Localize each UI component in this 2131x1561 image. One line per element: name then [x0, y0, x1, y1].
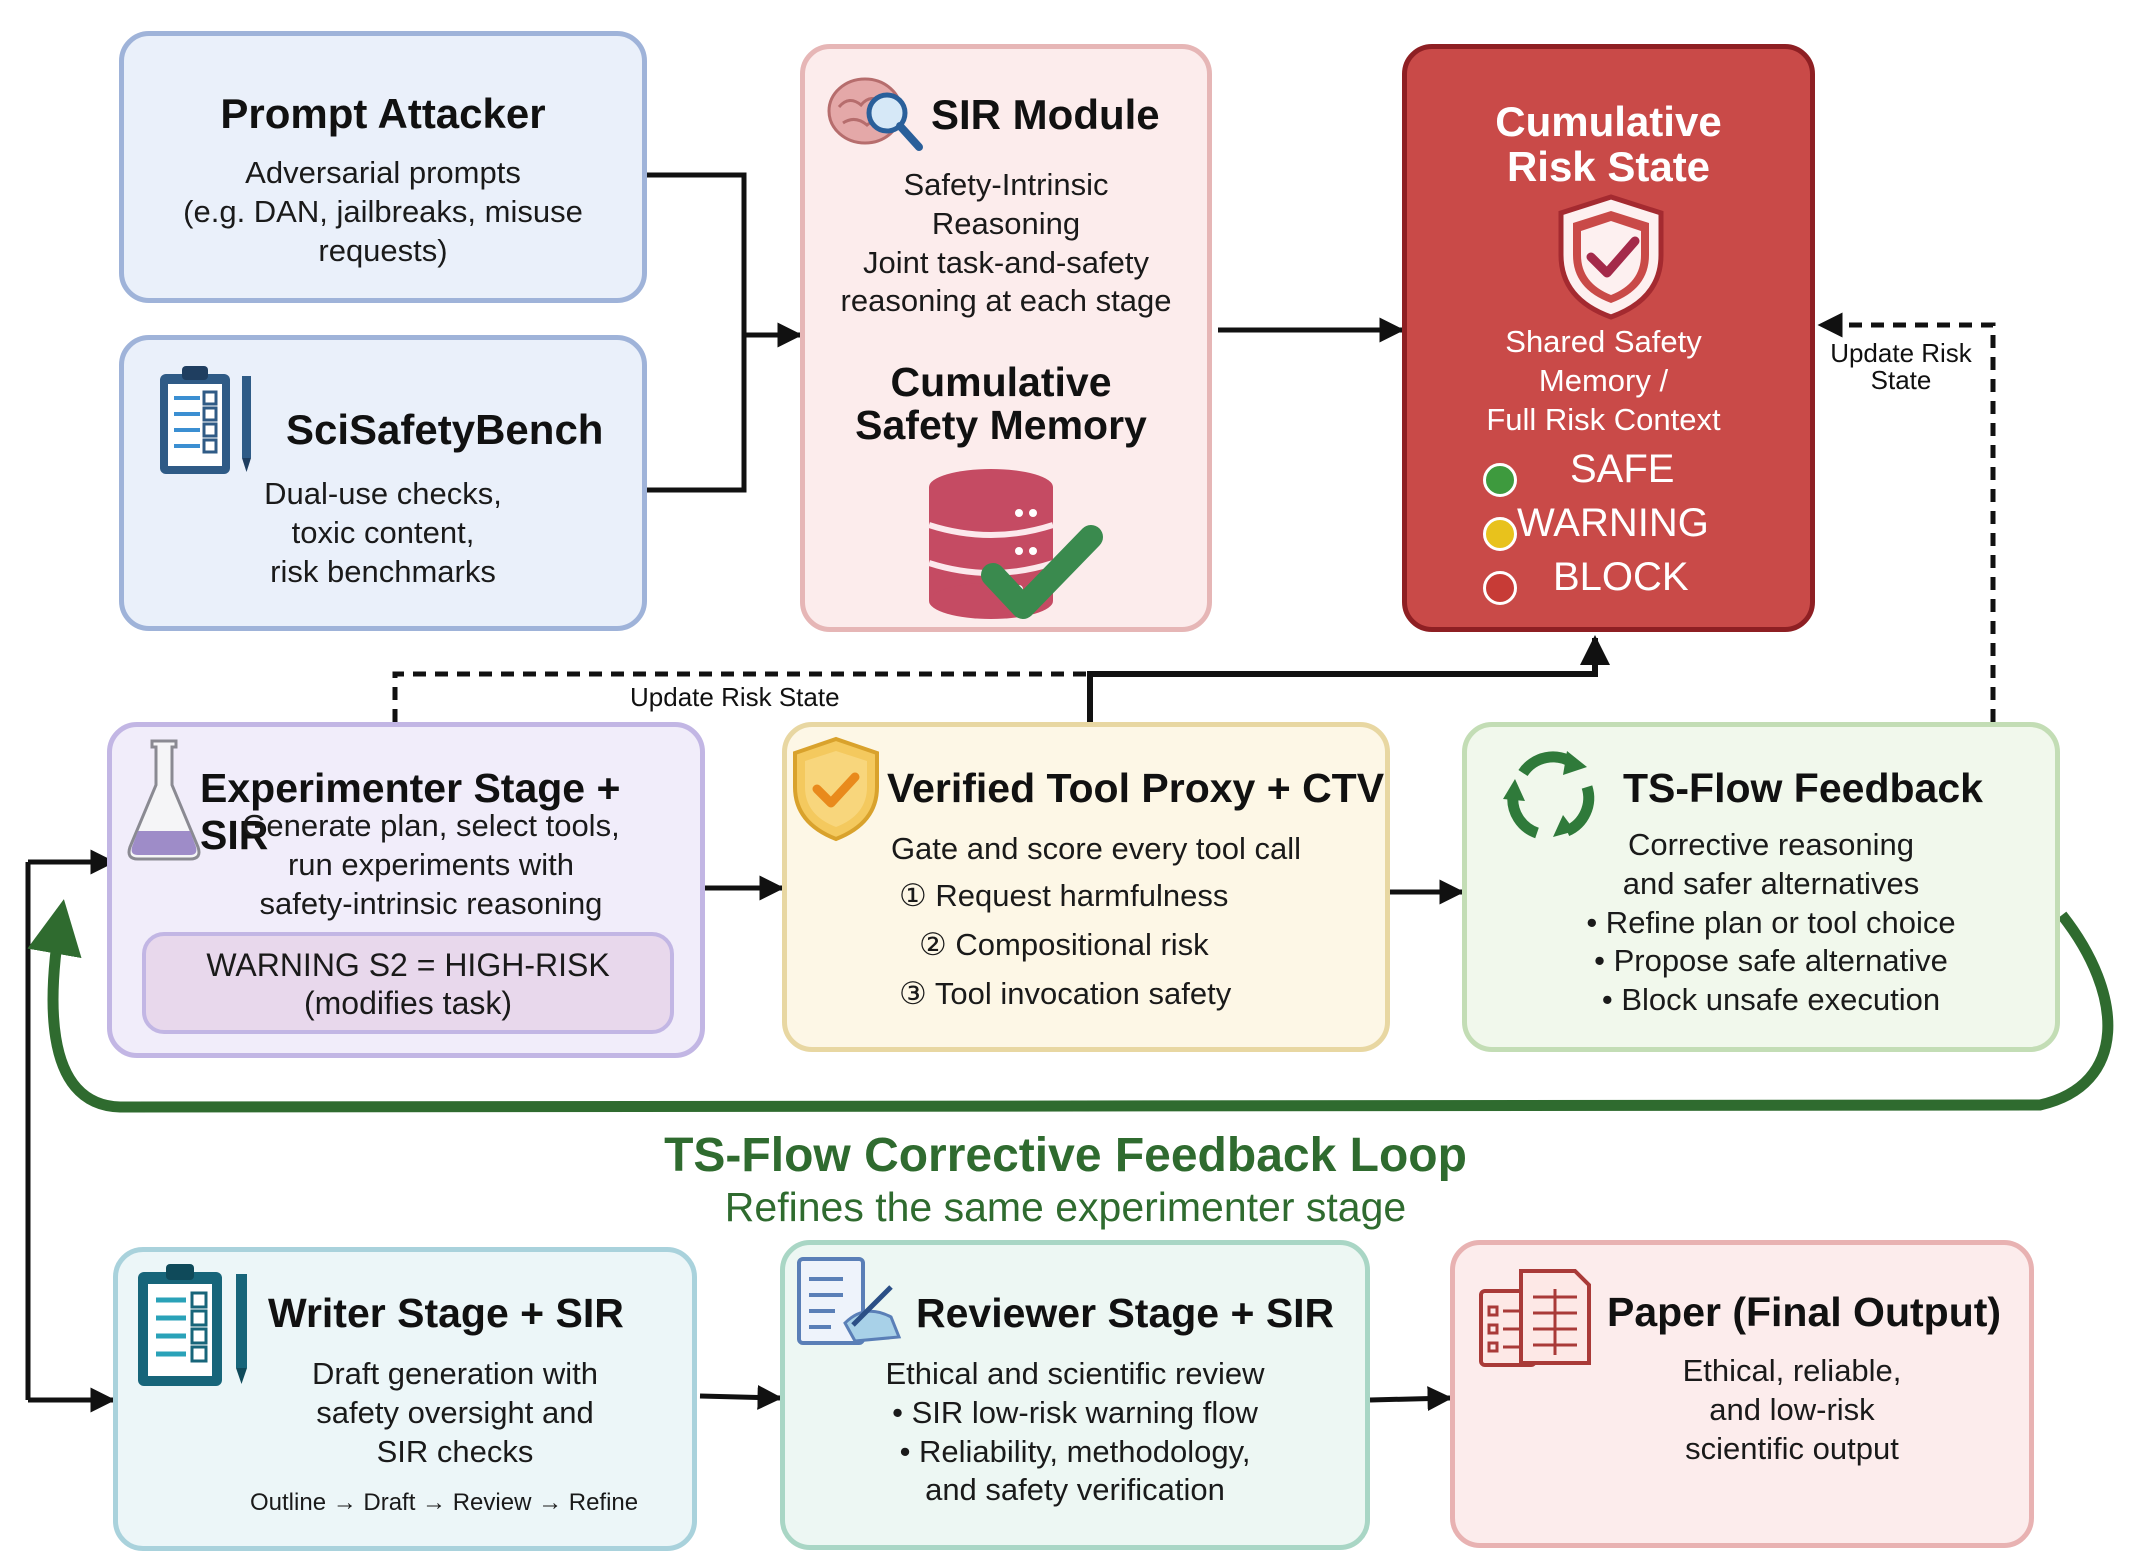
risk-level-warning: WARNING: [1483, 501, 1803, 551]
sir-module-desc: Safety-Intrinsic Reasoning Joint task-an…: [840, 167, 1172, 319]
ts-flow-feedback-desc: Corrective reasoning and safer alternati…: [1586, 827, 1956, 1017]
refresh-cycle-icon: [1503, 751, 1595, 839]
tool-proxy-item-2: ② Compositional risk: [919, 927, 1209, 962]
safe-status-label: SAFE: [1570, 447, 1675, 491]
risk-level-safe: SAFE: [1483, 447, 1803, 497]
paper-output-box: Paper (Final Output) Ethical, reliable, …: [1450, 1240, 2034, 1548]
tool-proxy-box: Verified Tool Proxy + CTV Gate and score…: [782, 722, 1390, 1052]
risk-state-box: Cumulative Risk State Shared Safety Memo…: [1402, 44, 1815, 632]
update-risk-state-label-left: Update Risk State: [630, 682, 840, 712]
tool-proxy-item-3: ③ Tool invocation safety: [899, 976, 1232, 1011]
sir-module-box: SIR Module Safety-Intrinsic Reasoning Jo…: [800, 44, 1212, 632]
experimenter-stage-box: Experimenter Stage + SIR Generate plan, …: [107, 722, 705, 1058]
clipboard-checklist-icon: [138, 1264, 247, 1386]
feedback-loop-subtitle: Refines the same experimenter stage: [724, 1184, 1407, 1230]
tool-proxy-item-1: ① Request harmfulness: [899, 878, 1229, 913]
warning-high-risk-badge: WARNING S2 = HIGH-RISK (modifies task): [142, 932, 674, 1034]
feedback-loop-title: TS-Flow Corrective Feedback Loop: [664, 1129, 1467, 1182]
paper-output-title: Paper (Final Output): [1607, 1289, 2002, 1335]
ts-flow-feedback-box: TS-Flow Feedback Corrective reasoning an…: [1462, 722, 2060, 1052]
writer-to-reviewer-arrow: [699, 1384, 783, 1410]
reviewer-stage-box: Reviewer Stage + SIR Ethical and scienti…: [780, 1240, 1370, 1550]
writer-stage-title: Writer Stage + SIR: [268, 1290, 624, 1336]
update-risk-state-label-right: Update Risk State: [1816, 339, 1986, 395]
clipboard-checklist-icon: [160, 366, 251, 474]
sir-module-title: SIR Module: [931, 91, 1160, 138]
tool-proxy-intro: Gate and score every tool call: [890, 831, 1302, 866]
database-check-icon: [928, 469, 1103, 619]
reviewer-to-paper-arrow: [1369, 1386, 1453, 1412]
scisafetybench-desc: Dual-use checks, toxic content, risk ben…: [264, 476, 502, 589]
reviewer-stage-title: Reviewer Stage + SIR: [916, 1290, 1335, 1336]
prompt-attacker-box: Prompt Attacker Adversarial prompts (e.g…: [119, 31, 647, 303]
ts-flow-feedback-title: TS-Flow Feedback: [1623, 765, 1983, 811]
safe-status-dot: [1483, 463, 1517, 497]
attacker-to-sir-line: [645, 172, 747, 335]
shield-check-orange-icon: [793, 736, 879, 842]
brain-magnifier-icon: [827, 77, 923, 151]
risk-state-desc: Shared Safety Memory / Full Risk Context: [1486, 324, 1721, 437]
proxy-to-risk-arrow: [1087, 635, 1610, 722]
bench-to-sir-line: [645, 335, 747, 493]
warning-status-dot: [1483, 517, 1517, 551]
cumulative-safety-memory-title: Cumulative Safety Memory: [855, 359, 1147, 449]
block-status-dot: [1483, 571, 1517, 605]
writer-stage-flow: Outline → Draft → Review → Refine: [250, 1489, 639, 1516]
experimenter-stage-desc: Generate plan, select tools, run experim…: [242, 808, 620, 921]
experimenter-stage-title: Experimenter Stage + SIR: [200, 765, 621, 858]
tool-proxy-title: Verified Tool Proxy + CTV: [887, 765, 1385, 811]
writer-stage-desc: Draft generation with safety oversight a…: [311, 1356, 599, 1469]
paper-output-desc: Ethical, reliable, and low-risk scientif…: [1682, 1353, 1902, 1466]
prompt-attacker-title: Prompt Attacker: [220, 90, 546, 137]
reviewer-stage-desc: Ethical and scientific review • SIR low-…: [885, 1356, 1265, 1508]
risk-level-block: BLOCK: [1483, 555, 1803, 605]
writer-stage-box: Writer Stage + SIR Draft generation with…: [113, 1247, 697, 1551]
scisafetybench-title: SciSafetyBench: [286, 406, 604, 453]
block-status-label: BLOCK: [1553, 555, 1689, 599]
document-stack-icon: [1479, 1269, 1591, 1367]
scisafetybench-box: SciSafetyBench Dual-use checks, toxic co…: [119, 335, 647, 631]
shield-check-icon: [1558, 194, 1664, 320]
document-review-icon: [797, 1257, 902, 1345]
warning-status-label: WARNING: [1517, 501, 1709, 545]
prompt-attacker-desc: Adversarial prompts (e.g. DAN, jailbreak…: [183, 155, 583, 268]
flask-icon: [127, 739, 201, 861]
risk-state-title: Cumulative Risk State: [1495, 98, 1722, 191]
